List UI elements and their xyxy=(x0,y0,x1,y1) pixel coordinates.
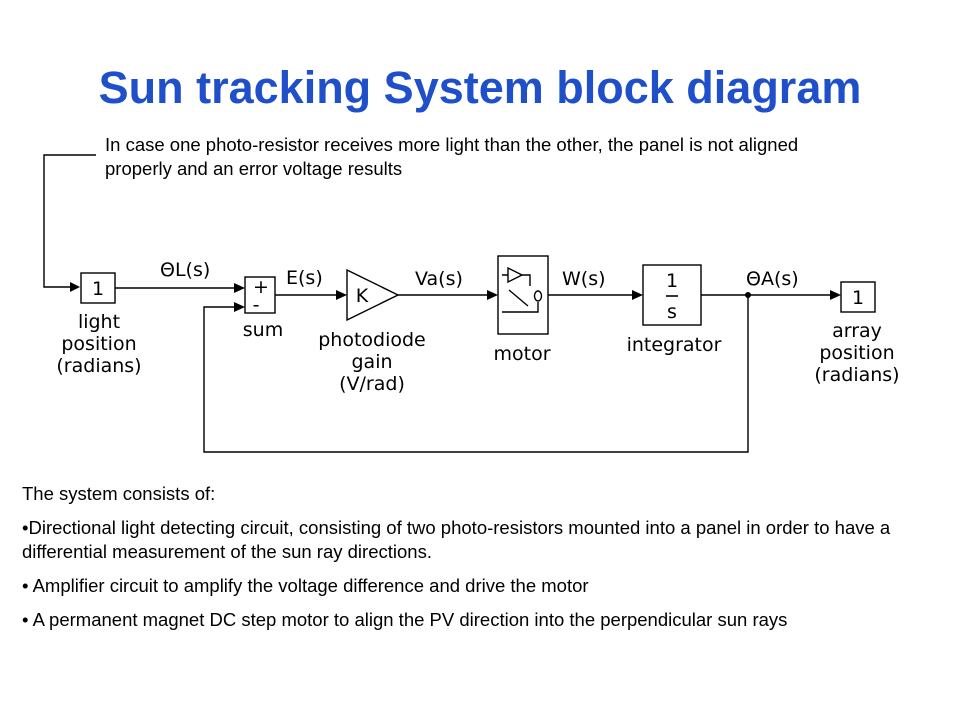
output-block-value: 1 xyxy=(852,287,864,309)
sum-label: sum xyxy=(243,319,283,341)
arrowhead-sum-minus xyxy=(234,302,245,312)
integrator-denominator: s xyxy=(667,301,677,323)
gain-label-line-1: photodiode xyxy=(318,329,426,351)
input-label-line-3: (radians) xyxy=(56,355,141,377)
arrowhead-output xyxy=(830,290,841,300)
annotation-note: In case one photo-resistor receives more… xyxy=(105,134,799,179)
input-label-line-1: light xyxy=(78,311,120,333)
integrator-label: integrator xyxy=(627,334,722,356)
callout-line xyxy=(43,154,96,288)
integrator-numerator: 1 xyxy=(666,270,678,292)
description-item-3: • A permanent magnet DC step motor to al… xyxy=(22,609,788,630)
arrowhead-gain xyxy=(336,290,347,300)
output-label-line-3: (radians) xyxy=(814,364,899,386)
arrowhead-integrator xyxy=(632,290,643,300)
signal-theta-l: ΘL(s) xyxy=(160,259,210,281)
feedback-wire xyxy=(203,295,749,453)
sum-block xyxy=(244,276,276,314)
motor-icon xyxy=(502,266,543,313)
system-description: The system consists of: •Directional lig… xyxy=(22,482,922,642)
arrowhead-motor xyxy=(487,290,498,300)
block-diagram: 1 light position (radians) ΘL(s) + - sum… xyxy=(43,154,900,453)
signal-theta-a: ΘA(s) xyxy=(746,268,799,290)
sum-minus-sign: - xyxy=(253,294,260,316)
arrowhead-sum-plus xyxy=(234,283,245,293)
gain-label-line-2: gain xyxy=(351,351,392,373)
integrator-block xyxy=(642,264,702,326)
description-intro: The system consists of: xyxy=(22,483,216,504)
signal-va: Va(s) xyxy=(415,268,463,290)
output-block xyxy=(840,281,876,313)
page-title: Sun tracking System block diagram xyxy=(98,62,862,113)
signal-e: E(s) xyxy=(286,267,323,289)
description-item-1: •Directional light detecting circuit, co… xyxy=(22,517,891,562)
sum-plus-sign: + xyxy=(253,276,269,298)
input-block-value: 1 xyxy=(92,278,104,300)
gain-block xyxy=(346,268,400,322)
output-label-line-2: position xyxy=(819,342,894,364)
input-label-line-2: position xyxy=(61,333,136,355)
description-item-2: • Amplifier circuit to amplify the volta… xyxy=(22,575,589,596)
output-label-line-1: array xyxy=(832,320,882,342)
callout-arrowhead xyxy=(70,282,80,292)
motor-label: motor xyxy=(493,343,550,365)
gain-symbol: K xyxy=(356,285,369,307)
gain-label-line-3: (V/rad) xyxy=(339,373,405,395)
signal-w: W(s) xyxy=(562,268,606,290)
